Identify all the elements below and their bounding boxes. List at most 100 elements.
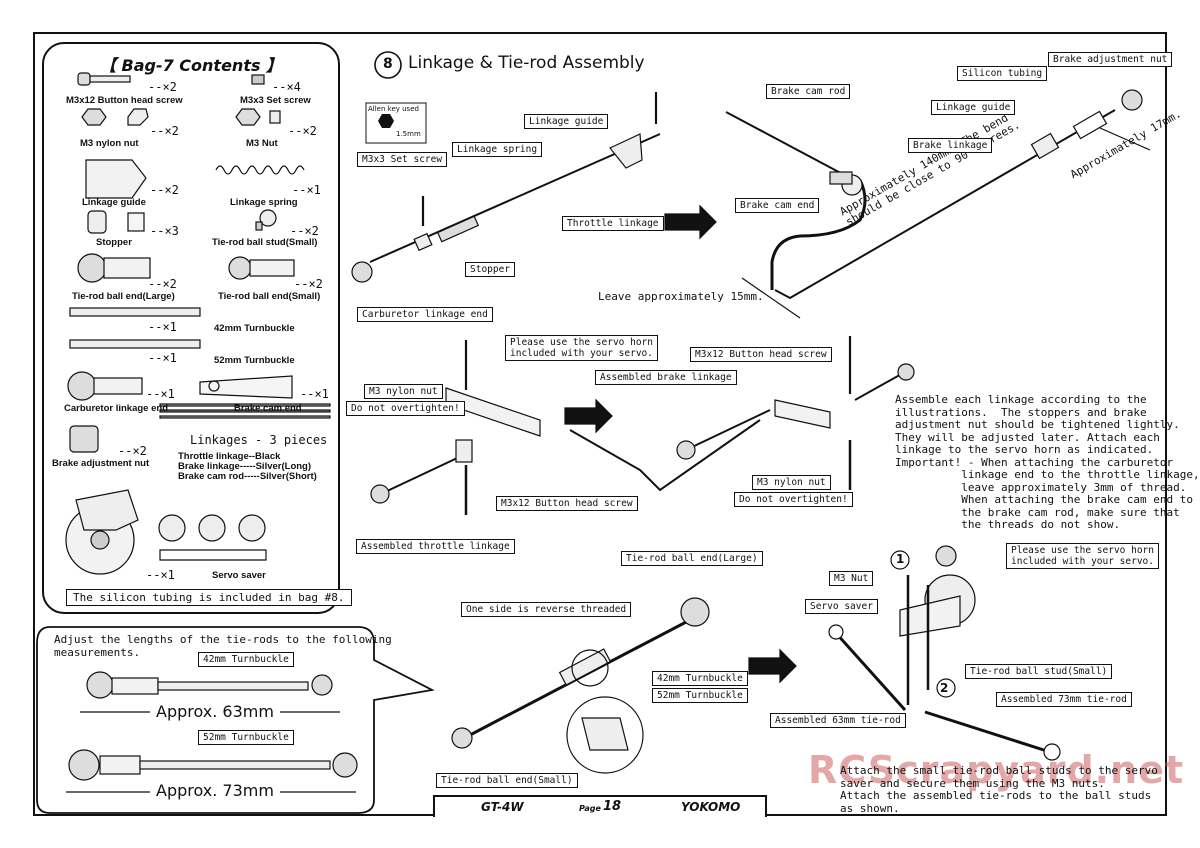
qty-linkage-guide: --×2 (150, 183, 179, 197)
label-ball-stud: Tie-rod ball stud(Small) (212, 237, 318, 248)
label-brake-adj-nut: Brake adjustment nut (52, 458, 150, 469)
qty-ball-end-large: --×2 (148, 277, 177, 291)
ball-end-small-icon (228, 256, 252, 280)
qty-servo-saver: --×1 (146, 568, 175, 582)
qty-ball-end-small: --×2 (294, 277, 323, 291)
label-ball-end-small: Tie-rod ball end(Small) (218, 291, 321, 302)
tierod-note-42: 42mm Turnbuckle (198, 652, 294, 667)
qty-ball-stud: --×2 (290, 224, 319, 238)
label-turnbuckle-52: 52mm Turnbuckle (214, 355, 295, 366)
nylon-nut-icon (81, 108, 107, 126)
callout-carb-linkage-end: Carburetor linkage end (357, 307, 493, 322)
callout-dont-overtighten-1: Do not overtighten! (346, 401, 465, 416)
step-circle-1: 1 (896, 552, 905, 566)
callout-tierod-small: Tie-rod ball end(Small) (436, 773, 578, 788)
watermark: RCScrapyard.net (808, 748, 1185, 792)
label-stopper: Stopper (96, 237, 132, 248)
tierod-note-text: Adjust the lengths of the tie-rods to th… (54, 633, 392, 659)
step-circle-2: 2 (940, 681, 949, 695)
approx-63: Approx. 63mm (150, 702, 280, 721)
label-turnbuckle-42: 42mm Turnbuckle (214, 323, 295, 334)
callout-tierod-large: Tie-rod ball end(Large) (621, 551, 763, 566)
linkage-spring-icon (215, 165, 305, 175)
callout-m3x12-2: M3x12 Button head screw (690, 347, 832, 362)
callout-servo-horn-2: Please use the servo horn included with … (1006, 543, 1159, 569)
callout-brake-cam-rod: Brake cam rod (766, 84, 851, 99)
callout-brake-cam-end: Brake cam end (735, 198, 820, 213)
callout-m3-nut: M3 Nut (829, 571, 874, 586)
qty-brake-adj-nut: --×2 (118, 444, 147, 458)
qty-carb-linkage-end: --×1 (146, 387, 175, 401)
attach-instructions: Attach the small tie-rod ball studs to t… (840, 764, 1158, 815)
qty-set-screw: --×4 (272, 80, 301, 94)
callout-stopper: Stopper (465, 262, 516, 277)
qty-turnbuckle-42: --×1 (148, 320, 177, 334)
label-nylon-nut: M3 nylon nut (80, 138, 139, 149)
button-screw-icon (77, 72, 91, 86)
leave-15mm: Leave approximately 15mm. (598, 290, 764, 303)
assembly-instructions: Assemble each linkage according to the i… (895, 393, 1200, 531)
qty-stopper: --×3 (150, 224, 179, 238)
turnbuckle-42-icon (69, 307, 201, 317)
footer: GT-4W Page 18 YOKOMO (433, 795, 767, 817)
m3-nut-icon (235, 108, 261, 126)
step-number: 8 (383, 56, 393, 72)
linkages-title: Linkages - 3 pieces (190, 433, 328, 447)
callout-assembled-throttle: Assembled throttle linkage (356, 539, 515, 554)
turnbuckle-52-icon (69, 339, 201, 349)
ball-stud-icon (259, 209, 277, 227)
callout-brake-adj-nut: Brake adjustment nut (1048, 52, 1173, 67)
label-ball-end-large: Tie-rod ball end(Large) (72, 291, 175, 302)
callout-reverse-threaded: One side is reverse threaded (461, 602, 632, 617)
label-m3-nut: M3 Nut (246, 138, 278, 149)
callout-silicon-tubing: Silicon tubing (957, 66, 1048, 81)
qty-linkage-spring: --×1 (292, 183, 321, 197)
label-linkage-guide: Linkage guide (82, 197, 146, 208)
brake-adj-nut-icon (69, 425, 99, 453)
set-screw-icon (251, 74, 265, 85)
qty-turnbuckle-52: --×1 (148, 351, 177, 365)
brake-cam-end-icon (199, 375, 293, 399)
ball-end-large-icon (77, 253, 107, 283)
carb-linkage-end-icon (67, 371, 97, 401)
tierod-note-52: 52mm Turnbuckle (198, 730, 294, 745)
callout-linkage-spring: Linkage spring (452, 142, 543, 157)
callout-dont-overtighten-2: Do not overtighten! (734, 492, 853, 507)
qty-button-screw: --×2 (148, 80, 177, 94)
callout-tb52: 52mm Turnbuckle (652, 688, 748, 703)
linkages-list: Throttle linkage--Black Brake linkage---… (178, 451, 317, 482)
footer-page-number: 18 (603, 799, 622, 814)
callout-brake-linkage: Brake linkage (908, 138, 993, 153)
qty-m3-nut: --×2 (288, 124, 317, 138)
label-carb-linkage-end: Carburetor linkage end (64, 403, 168, 414)
linkage-guide-icon (85, 159, 147, 199)
callout-tb42: 42mm Turnbuckle (652, 671, 748, 686)
callout-throttle-linkage: Throttle linkage (562, 216, 664, 231)
callout-assembled-63: Assembled 63mm tie-rod (770, 713, 906, 728)
bag-contents-panel: 【 Bag-7 Contents 】 (42, 42, 340, 614)
callout-linkage-guide-2: Linkage guide (931, 100, 1016, 115)
callout-servo-horn-1: Please use the servo horn included with … (505, 335, 658, 361)
allen-key-label: Allen key used (368, 105, 419, 113)
callout-ball-stud-small: Tie-rod ball stud(Small) (965, 664, 1113, 679)
callout-assembled-brake: Assembled brake linkage (595, 370, 737, 385)
callout-m3x3-set-screw: M3x3 Set screw (357, 152, 448, 167)
label-linkage-spring: Linkage spring (230, 197, 298, 208)
label-servo-saver: Servo saver (212, 570, 266, 581)
footer-page-label: Page (579, 804, 601, 813)
qty-brake-cam-end: --×1 (300, 387, 329, 401)
callout-servo-saver: Servo saver (805, 599, 878, 614)
callout-m3-nylon-nut-1: M3 nylon nut (364, 384, 443, 399)
callout-assembled-73: Assembled 73mm tie-rod (996, 692, 1132, 707)
approx-73: Approx. 73mm (150, 781, 280, 800)
bag-title: 【 Bag-7 Contents 】 (99, 56, 283, 75)
allen-key-size: 1.5mm (396, 130, 421, 138)
footer-model: GT-4W (481, 800, 524, 814)
callout-m3-nylon-nut-2: M3 nylon nut (752, 475, 831, 490)
label-brake-cam-end: Brake cam end (234, 403, 302, 414)
footer-brand: YOKOMO (681, 800, 741, 814)
label-button-screw: M3x12 Button head screw (66, 95, 183, 106)
label-set-screw: M3x3 Set screw (240, 95, 311, 106)
callout-m3x12-1: M3x12 Button head screw (496, 496, 638, 511)
silicon-note: The silicon tubing is included in bag #8… (66, 589, 352, 606)
